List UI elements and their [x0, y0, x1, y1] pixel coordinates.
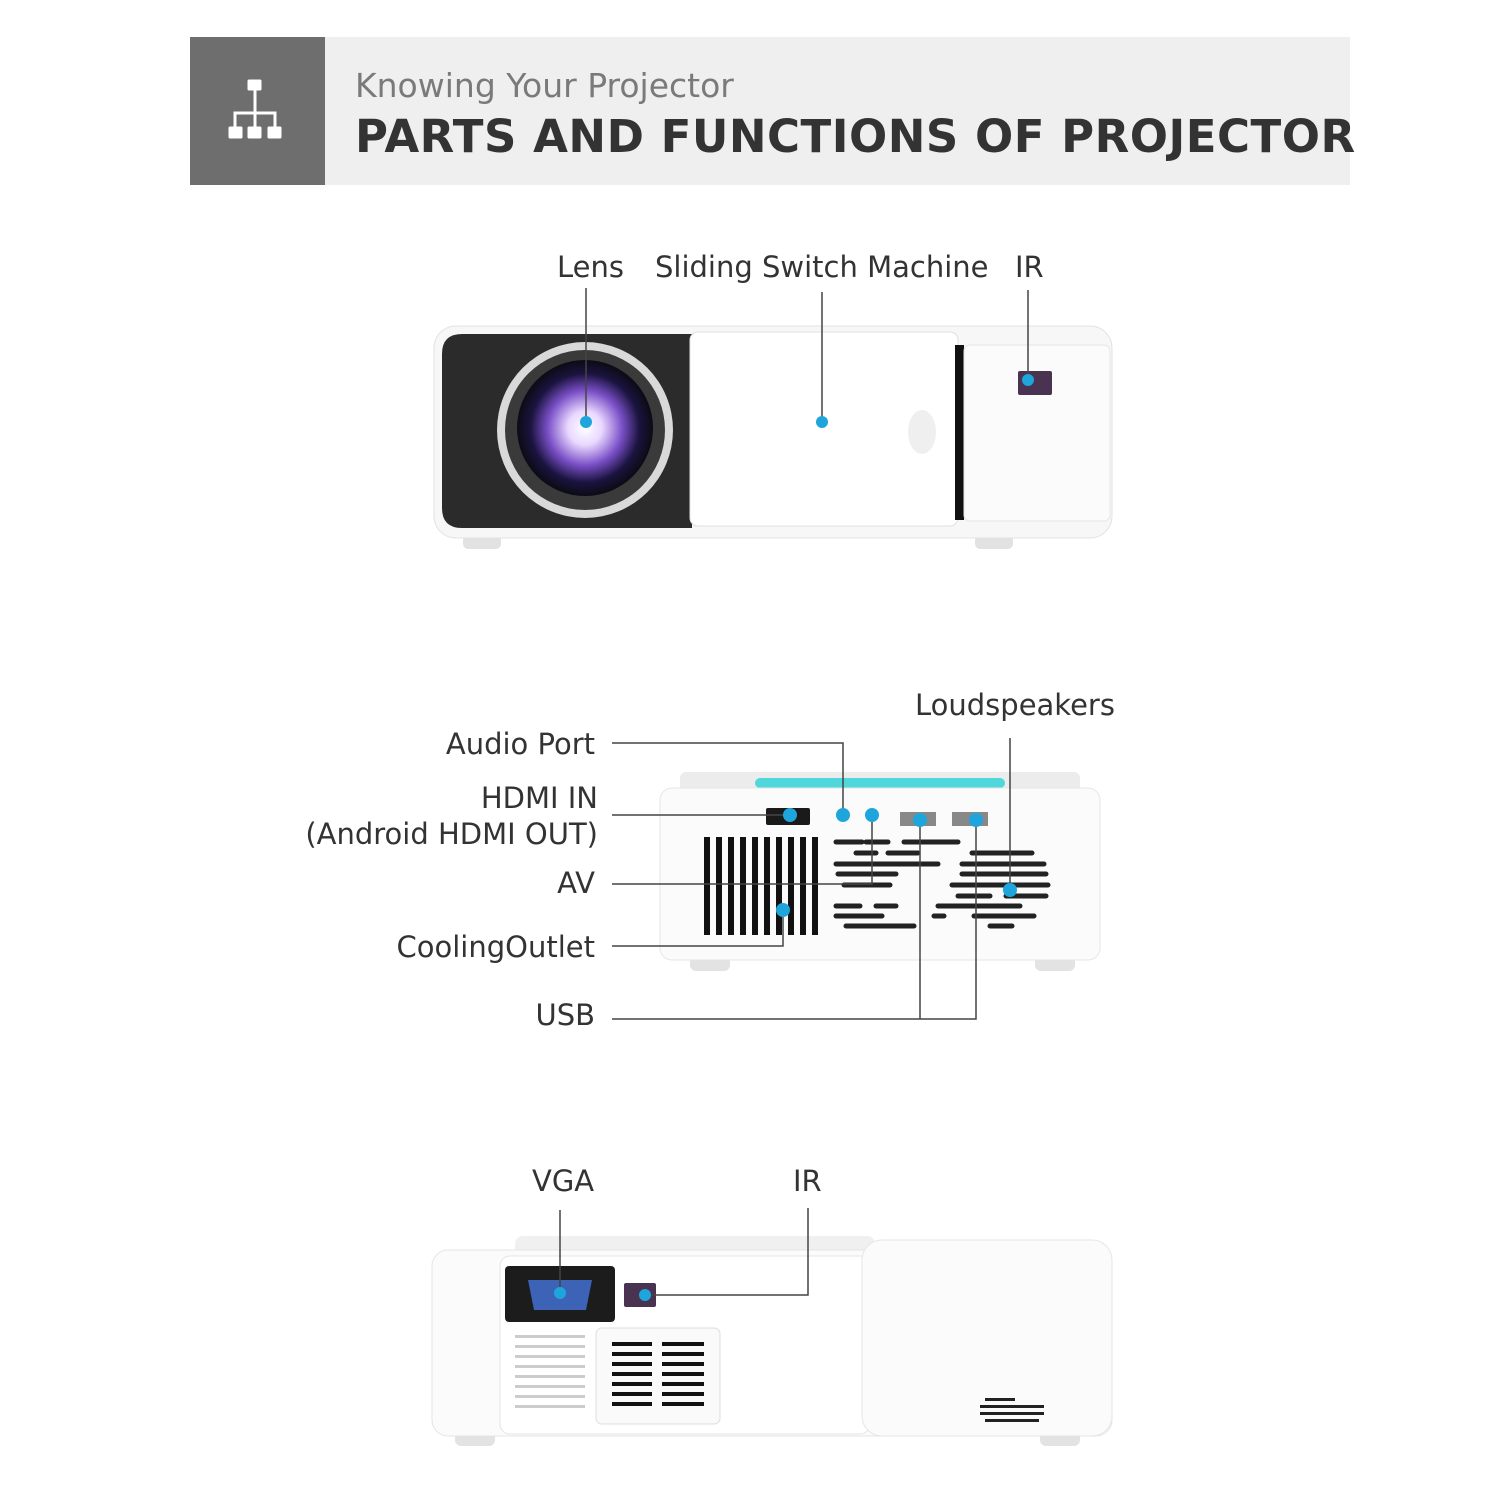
label-av: AV: [557, 866, 595, 900]
label-loudspeakers: Loudspeakers: [915, 688, 1115, 722]
label-sliding-switch: Sliding Switch Machine: [655, 250, 989, 284]
projector-rear-view: [431, 1236, 1113, 1446]
header-bar: [325, 37, 1350, 185]
ir-marker: [1022, 374, 1034, 386]
projector-front-view: [433, 325, 1113, 549]
lens-marker: [580, 416, 592, 428]
usb-marker-1: [913, 813, 927, 827]
projector-side-view: [659, 772, 1101, 971]
label-lens: Lens: [557, 250, 624, 284]
hdmi-marker: [783, 808, 797, 822]
label-vga: VGA: [532, 1164, 595, 1198]
label-audio-port: Audio Port: [445, 727, 595, 761]
header-title: PARTS AND FUNCTIONS OF PROJECTOR: [355, 110, 1356, 163]
label-usb: USB: [535, 998, 595, 1032]
label-hdmi-note: (Android HDMI OUT): [305, 817, 598, 851]
label-ir-rear: IR: [793, 1164, 822, 1198]
label-hdmi-in: HDMI IN: [480, 781, 598, 815]
cooling-marker: [776, 903, 790, 917]
header-subtitle: Knowing Your Projector: [355, 66, 734, 105]
sliding-switch-marker: [816, 416, 828, 428]
label-ir-front: IR: [1015, 250, 1044, 284]
sitemap-icon: [228, 79, 282, 139]
side-leader-lines: [612, 738, 1011, 1020]
cooling-grille: [704, 837, 818, 935]
header-icon-box: [190, 37, 325, 185]
usb-marker-2: [969, 813, 983, 827]
ir-rear-marker: [639, 1289, 651, 1301]
label-cooling-outlet: CoolingOutlet: [396, 930, 595, 964]
audio-port-marker: [836, 808, 850, 822]
vga-marker: [554, 1287, 566, 1299]
rear-leader-lines: [559, 1208, 809, 1296]
front-leader-lines: [585, 288, 1029, 422]
av-marker: [865, 808, 879, 822]
loudspeaker-marker: [1003, 883, 1017, 897]
